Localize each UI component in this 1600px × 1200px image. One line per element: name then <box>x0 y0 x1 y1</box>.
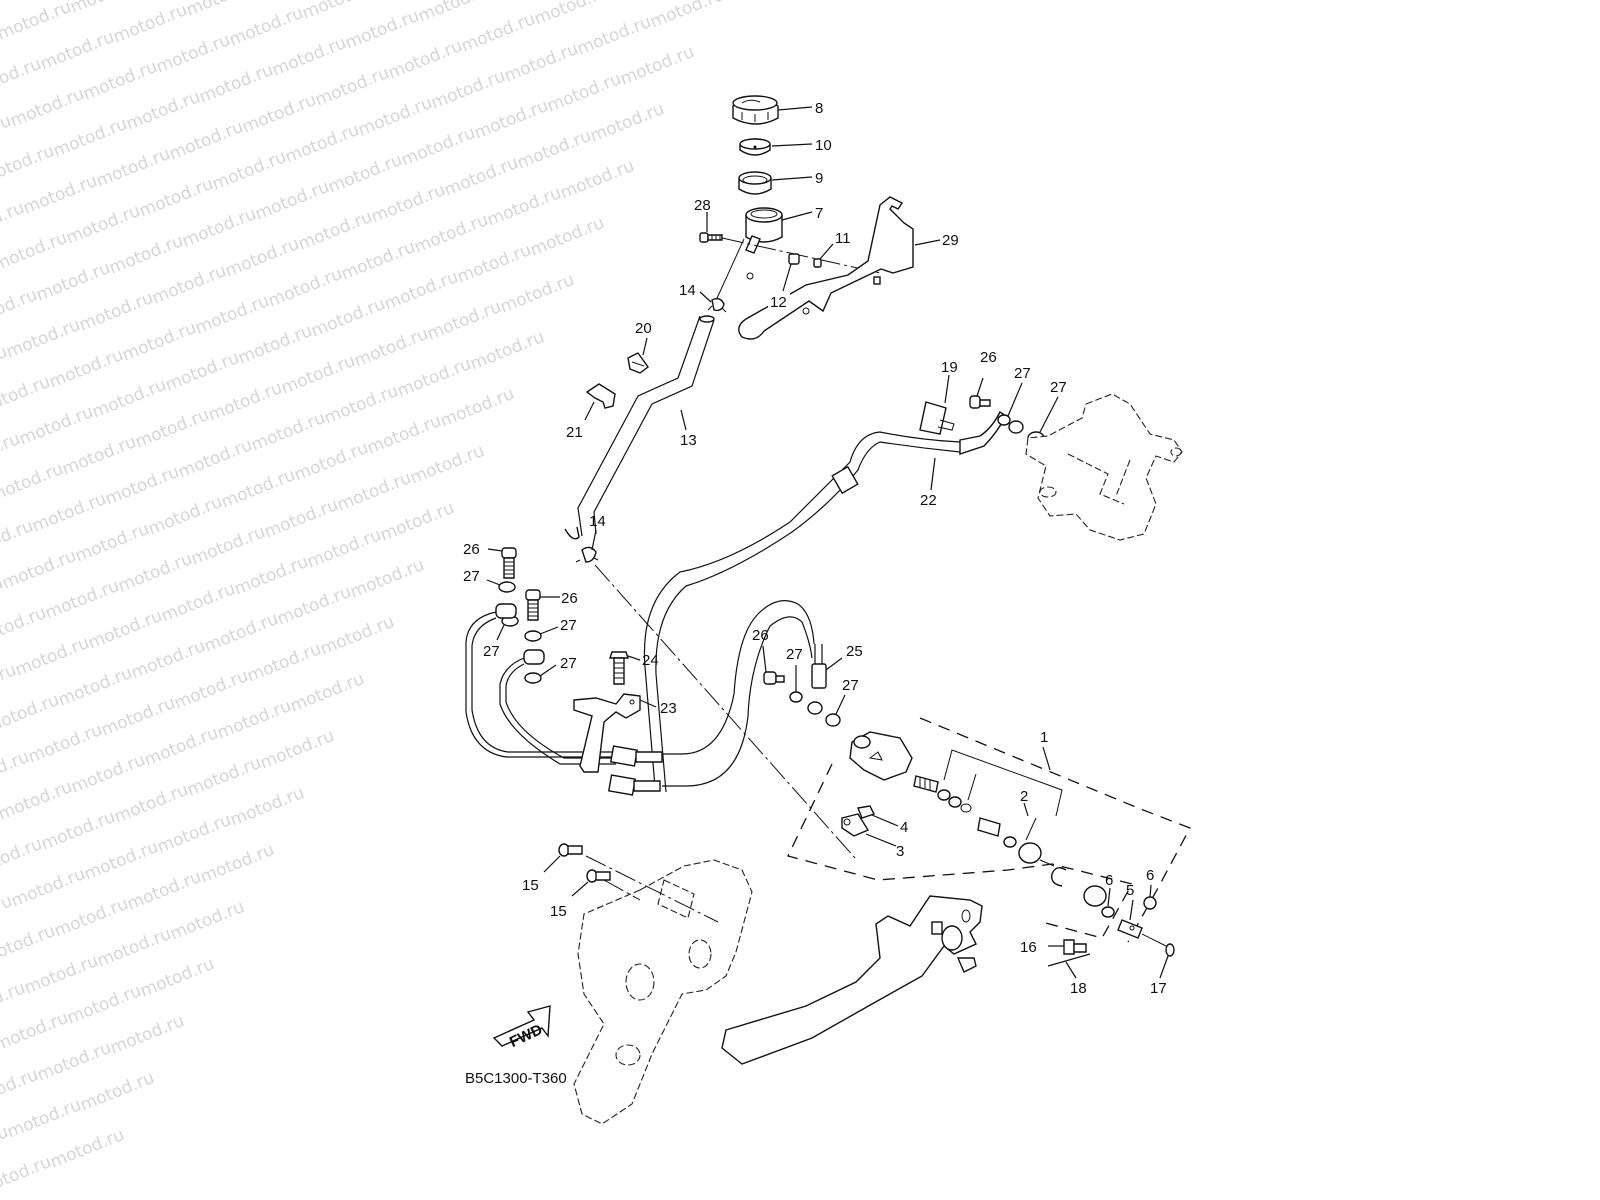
rear-caliper <box>1025 393 1183 541</box>
reservoir-joint-4 <box>857 805 875 819</box>
piston-kit-2 <box>913 749 1107 907</box>
callout-26-hose25: 26 <box>752 627 769 644</box>
washer-27-f <box>524 672 542 684</box>
brake-hose-22 <box>643 410 1007 793</box>
reservoir-tank <box>745 207 783 254</box>
washer-27-a <box>997 414 1024 434</box>
callout-9: 9 <box>815 170 823 187</box>
brake-pipes <box>465 600 815 796</box>
callout-17: 17 <box>1150 980 1167 997</box>
callout-22: 22 <box>920 492 937 509</box>
callout-6-right: 6 <box>1146 867 1154 884</box>
union-bolt-26-caliper <box>969 395 991 409</box>
callout-1: 1 <box>1040 729 1048 746</box>
collar-11 <box>813 258 822 268</box>
washer-27-e <box>524 630 542 642</box>
fwd-arrow-icon: FWD <box>492 1005 551 1051</box>
washer-27-h <box>825 713 841 727</box>
brake-pedal <box>721 895 983 1065</box>
cotter-pin-17 <box>1165 943 1175 957</box>
washer-27-c <box>498 581 516 593</box>
union-bolt-26-hose25 <box>763 671 785 685</box>
bolt-15-upper <box>558 843 583 857</box>
washer-27-g <box>789 691 803 703</box>
callout-15-lower: 15 <box>550 903 567 920</box>
callout-6-left: 6 <box>1105 872 1113 889</box>
clevis-5 <box>1117 919 1143 939</box>
bolt-15-lower <box>586 869 611 883</box>
callout-2: 2 <box>1020 788 1028 805</box>
nut-6-left <box>1101 906 1115 918</box>
callout-4: 4 <box>900 819 908 836</box>
callout-23: 23 <box>660 700 677 717</box>
callout-27-e: 27 <box>560 617 577 634</box>
bracket-23 <box>573 693 641 773</box>
callout-10: 10 <box>815 137 832 154</box>
callout-27-h: 27 <box>842 677 859 694</box>
hose-clip-14-top <box>707 297 727 313</box>
union-bolt-26-left-top <box>501 547 517 579</box>
callout-12-backdrop <box>768 293 790 311</box>
callout-29: 29 <box>942 232 959 249</box>
hose-clip-14-lower <box>575 546 599 563</box>
callout-27-b: 27 <box>1050 379 1067 396</box>
callout-13: 13 <box>680 432 697 449</box>
diaphragm <box>739 138 771 156</box>
grommet-12 <box>788 253 800 265</box>
pin-16 <box>1063 939 1087 955</box>
diaphragm-holder <box>738 171 772 195</box>
brake-switch-19 <box>919 401 955 435</box>
callout-25: 25 <box>846 643 863 660</box>
reservoir-hose-13 <box>564 315 715 540</box>
footrest-bracket <box>573 859 753 1125</box>
diagram-code: B5C1300-T360 <box>465 1070 567 1087</box>
callout-12: 12 <box>770 294 787 311</box>
callout-14-top: 14 <box>679 282 696 299</box>
callout-11: 11 <box>835 230 851 247</box>
callout-15-upper: 15 <box>522 877 539 894</box>
hose-joint-3 <box>841 813 870 837</box>
union-bolt-26-left-mid <box>525 589 541 621</box>
callout-27-g: 27 <box>786 646 803 663</box>
callout-27-a: 27 <box>1014 365 1031 382</box>
callout-20: 20 <box>635 320 652 337</box>
callout-26-caliper: 26 <box>980 349 997 366</box>
screw-28 <box>699 232 723 243</box>
callout-27-c: 27 <box>463 568 480 585</box>
callout-5: 5 <box>1126 882 1134 899</box>
callout-26-left-mid: 26 <box>561 590 578 607</box>
callout-14-lower: 14 <box>589 513 606 530</box>
callout-27-d: 27 <box>483 643 500 660</box>
callout-21: 21 <box>566 424 583 441</box>
callout-16: 16 <box>1020 939 1037 956</box>
callout-18: 18 <box>1070 980 1087 997</box>
brake-hose-25 <box>807 644 827 715</box>
nut-6-right <box>1143 896 1157 910</box>
reservoir-cap <box>732 95 779 125</box>
callout-27-f: 27 <box>560 655 577 672</box>
callout-28: 28 <box>694 197 711 214</box>
bolt-24 <box>609 651 629 685</box>
cotter-pin-18 <box>1047 953 1091 967</box>
callout-26-left-top: 26 <box>463 541 480 558</box>
clip-21 <box>585 383 616 409</box>
master-cylinder-body <box>849 731 913 781</box>
callout-3: 3 <box>896 843 904 860</box>
callout-8: 8 <box>815 100 823 117</box>
callout-7: 7 <box>815 205 823 222</box>
callout-24: 24 <box>642 652 659 669</box>
callout-19: 19 <box>941 359 958 376</box>
clip-20 <box>627 352 649 374</box>
